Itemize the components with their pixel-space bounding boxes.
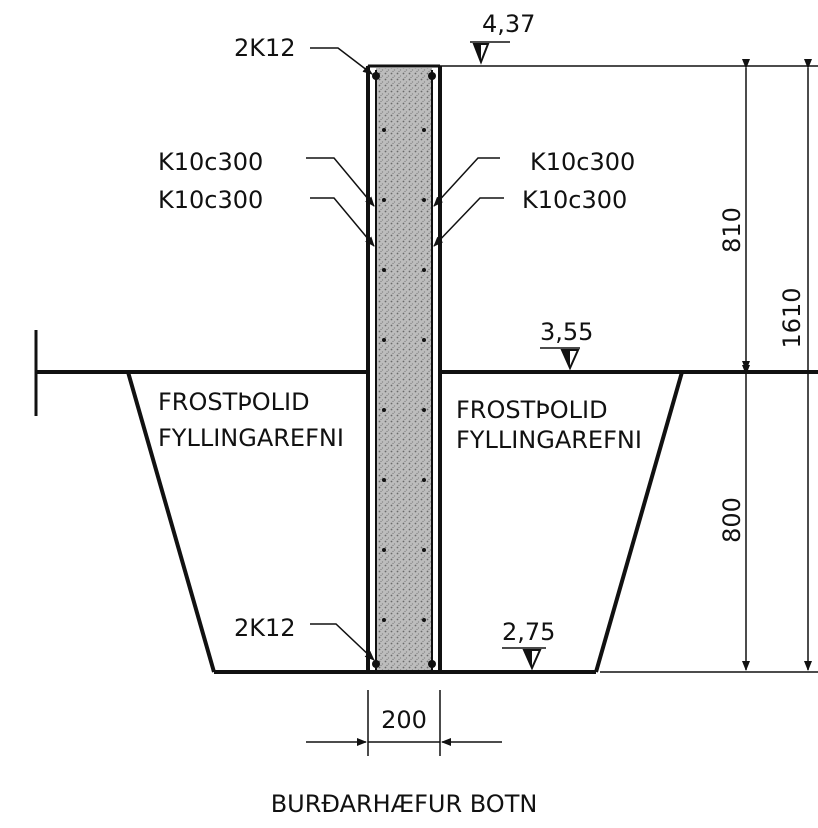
elevation-top-value: 4,37 <box>482 10 535 38</box>
fill-left-line1: FROSTÞOLID <box>158 388 310 416</box>
elevation-marker-bottom <box>502 647 546 671</box>
stirrup-right-label-2: K10c300 <box>522 186 627 214</box>
bottom-note: BURÐARHÆFUR BOTN <box>271 790 538 818</box>
dimension-upper: 810 <box>718 207 746 253</box>
stirrup-left-label-2: K10c300 <box>158 186 263 214</box>
leader-lines <box>306 47 504 661</box>
stirrup-right-label-1: K10c300 <box>530 148 635 176</box>
concrete-wall <box>366 64 442 672</box>
fill-left-line2: FYLLINGAREFNI <box>158 424 344 452</box>
dimension-wall-width: 200 <box>381 706 427 734</box>
fill-right-line2: FYLLINGAREFNI <box>456 426 642 454</box>
elevation-bottom-value: 2,75 <box>502 618 555 646</box>
elevation-ground-value: 3,55 <box>540 318 593 346</box>
trench-outline <box>126 371 684 674</box>
dimension-total: 1610 <box>778 287 806 348</box>
dimension-lower: 800 <box>718 497 746 543</box>
rebar-top-label: 2K12 <box>234 34 296 62</box>
dimension-horizontal <box>306 690 502 756</box>
fill-right-line1: FROSTÞOLID <box>456 396 608 424</box>
ground-line <box>34 330 818 416</box>
elevation-marker-ground <box>540 347 580 371</box>
dimension-vertical <box>600 59 818 673</box>
stirrup-left-label-1: K10c300 <box>158 148 263 176</box>
rebar-bottom-label: 2K12 <box>234 614 296 642</box>
rebar-dots <box>372 72 436 668</box>
elevation-marker-top <box>470 41 510 65</box>
